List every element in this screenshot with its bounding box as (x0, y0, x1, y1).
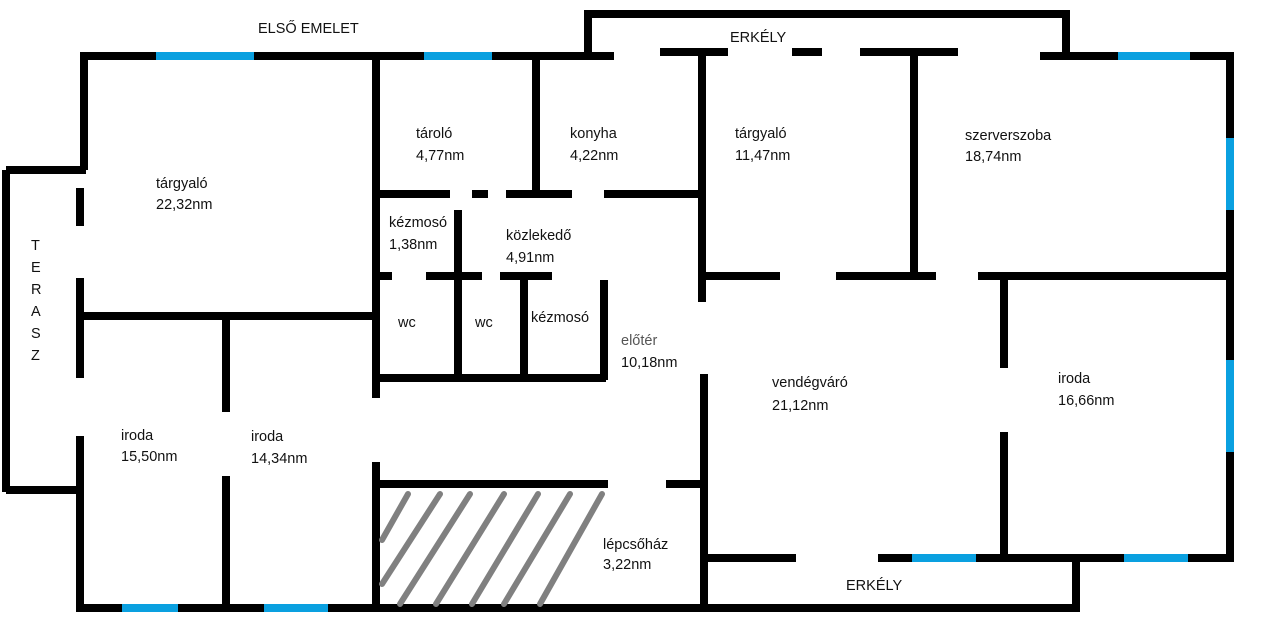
room-name-iroda-right: iroda (1058, 371, 1091, 387)
terrace-label: T E R A S Z (31, 238, 41, 364)
room-area-targyalo-mid: 11,47nm (735, 148, 790, 164)
room-area-iroda-mid: 14,34nm (251, 451, 307, 467)
room-area-szerverszoba: 18,74nm (965, 149, 1021, 165)
room-area-vendegvaro: 21,12nm (772, 398, 828, 414)
room-area-kezmoso-top: 1,38nm (389, 237, 437, 253)
room-area-iroda-left: 15,50nm (121, 449, 177, 465)
room-area-tarolo: 4,77nm (416, 148, 464, 164)
room-area-konyha: 4,22nm (570, 148, 618, 164)
room-area-kozlekedo: 4,91nm (506, 250, 554, 266)
windows (122, 52, 1234, 612)
terrace-letter: A (31, 304, 41, 320)
staircase-hatch (379, 491, 605, 607)
room-name-konyha: konyha (570, 126, 618, 142)
room-area-lepcsohaz: 3,22nm (603, 557, 651, 573)
terrace-letter: E (31, 260, 41, 276)
room-name-eloter: előtér (621, 333, 657, 349)
room-name-targyalo-left: tárgyaló (156, 176, 208, 192)
room-name-kezmoso-top: kézmosó (389, 215, 447, 231)
room-name-tarolo: tároló (416, 126, 452, 142)
room-name-kezmoso-small: kézmosó (531, 310, 589, 326)
room-name-vendegvaro: vendégváró (772, 375, 848, 391)
room-name-wc1: wc (397, 315, 416, 331)
walls (2, 10, 1234, 612)
floor-title: ELSŐ EMELET (258, 20, 359, 37)
terrace-letter: T (31, 238, 40, 254)
room-name-iroda-mid: iroda (251, 429, 284, 445)
room-area-iroda-right: 16,66nm (1058, 393, 1114, 409)
balcony-top-label: ERKÉLY (730, 29, 786, 46)
room-area-eloter: 10,18nm (621, 355, 677, 371)
terrace-letter: Z (31, 348, 40, 364)
room-name-wc2: wc (474, 315, 493, 331)
room-name-lepcsohaz: lépcsőház (603, 537, 668, 553)
room-area-targyalo-left: 22,32nm (156, 197, 212, 213)
terrace-letter: R (31, 282, 41, 298)
terrace-letter: S (31, 326, 41, 342)
room-name-kozlekedo: közlekedő (506, 228, 571, 244)
room-name-iroda-left: iroda (121, 428, 154, 444)
balcony-bottom-label: ERKÉLY (846, 577, 902, 594)
room-name-szerverszoba: szerverszoba (965, 128, 1052, 144)
room-name-targyalo-mid: tárgyaló (735, 126, 787, 142)
